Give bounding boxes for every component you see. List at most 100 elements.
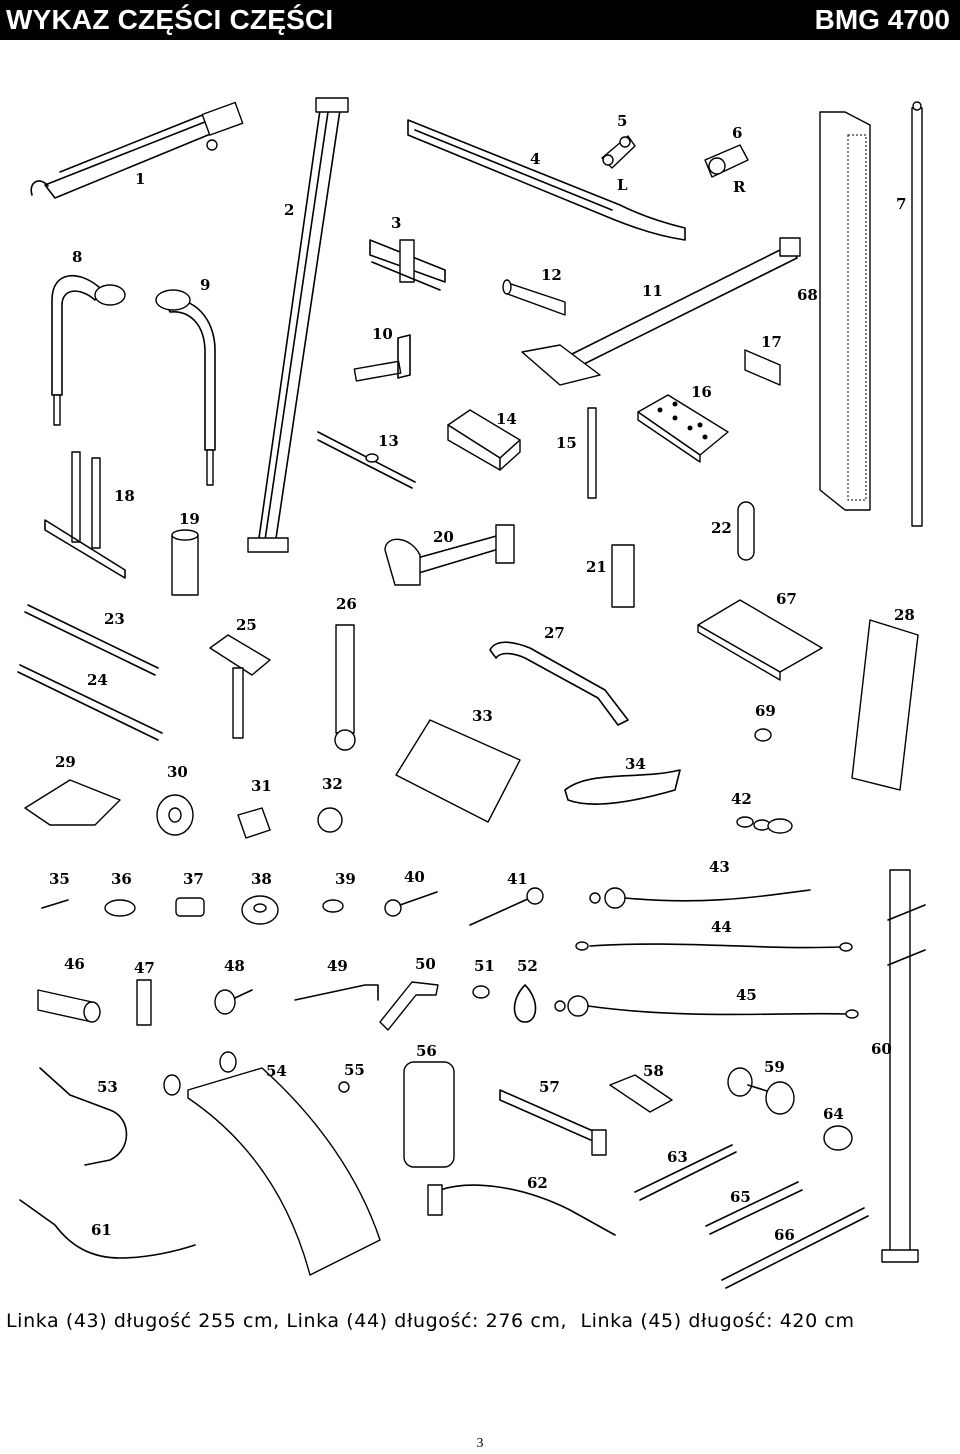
part-label: 46 xyxy=(64,955,85,973)
part-label: 34 xyxy=(625,755,646,773)
part-47-drawing xyxy=(136,979,152,1026)
cable-length-note: Linka (43) długość 255 cm, Linka (44) dł… xyxy=(6,1310,855,1332)
part-31-drawing xyxy=(237,807,271,839)
part-label: 16 xyxy=(691,383,712,401)
part-label: 26 xyxy=(336,595,357,613)
part-15-drawing xyxy=(587,407,597,499)
part-2-drawing xyxy=(247,97,349,553)
part-label: 47 xyxy=(134,959,155,977)
part-label: 32 xyxy=(322,775,343,793)
part-label: 25 xyxy=(236,616,257,634)
part-32-drawing xyxy=(317,807,343,833)
part-label: 53 xyxy=(97,1078,118,1096)
part-label: 49 xyxy=(327,957,348,975)
parts-diagram: 1 2 3 4 5 6 7 8 9 10 11 12 13 14 15 16 1… xyxy=(17,97,926,1289)
part-label: 5 xyxy=(617,112,627,130)
part-label: 45 xyxy=(736,986,757,1004)
part-label: 23 xyxy=(104,610,125,628)
part-33-drawing xyxy=(395,719,521,823)
part-10-drawing xyxy=(353,334,411,382)
part-label: 67 xyxy=(776,590,797,608)
part-44-drawing xyxy=(575,941,853,952)
part-11-drawing xyxy=(521,237,801,386)
part-label: 58 xyxy=(643,1062,664,1080)
part-label: 40 xyxy=(404,868,425,886)
part-27-drawing xyxy=(489,641,629,726)
part-label: 30 xyxy=(167,763,188,781)
document-title: WYKAZ CZĘŚCI CZĘŚCI xyxy=(6,4,334,35)
part-label: 13 xyxy=(378,432,399,450)
part-label: 61 xyxy=(91,1221,112,1239)
part-30-drawing xyxy=(156,794,194,836)
part-66-drawing xyxy=(721,1207,869,1289)
part-label: 38 xyxy=(251,870,272,888)
part-20-drawing xyxy=(384,524,515,586)
part-label: 60 xyxy=(871,1040,892,1058)
part-label: 27 xyxy=(544,624,565,642)
part-label: 59 xyxy=(764,1058,785,1076)
part-16-drawing xyxy=(637,394,729,463)
part-7-drawing xyxy=(911,101,923,527)
part-label: 68 xyxy=(797,286,818,304)
part-68-drawing xyxy=(819,111,871,511)
part-label: 35 xyxy=(49,870,70,888)
part-label: 10 xyxy=(372,325,393,343)
part-label: 65 xyxy=(730,1188,751,1206)
part-21-drawing xyxy=(611,544,635,608)
part-label: 31 xyxy=(251,777,272,795)
part-label: 51 xyxy=(474,957,495,975)
part-label: 56 xyxy=(416,1042,437,1060)
part-label: 41 xyxy=(507,870,528,888)
header-bar: WYKAZ CZĘŚCI CZĘŚCI BMG 4700 xyxy=(0,0,960,40)
part-label: 11 xyxy=(642,282,663,300)
part-49-drawing xyxy=(294,984,379,1001)
part-label: 64 xyxy=(823,1105,844,1123)
part-3-drawing xyxy=(369,239,446,291)
part-19-drawing xyxy=(171,529,199,596)
part-label: 43 xyxy=(709,858,730,876)
part-5-drawing xyxy=(601,135,636,169)
part-18-drawing xyxy=(44,451,126,579)
part-label: 8 xyxy=(72,248,82,266)
part-29-drawing xyxy=(24,779,121,826)
part-56-drawing xyxy=(403,1061,455,1168)
part-43-drawing xyxy=(589,887,811,909)
part-label: 33 xyxy=(472,707,493,725)
part-label: 3 xyxy=(391,214,401,232)
part-45-drawing xyxy=(554,995,859,1019)
part-label: 1 xyxy=(135,170,145,188)
part-label: 19 xyxy=(179,510,200,528)
part-36-drawing xyxy=(104,899,136,917)
part-60-drawing xyxy=(881,869,926,1263)
part-26-drawing xyxy=(334,624,356,751)
part-label: 24 xyxy=(87,671,108,689)
part-8-drawing xyxy=(51,275,126,426)
part-label: 52 xyxy=(517,957,538,975)
part-label: 6 xyxy=(732,124,742,142)
part-39-drawing xyxy=(322,899,344,913)
part-9-drawing xyxy=(155,289,216,486)
part-53-drawing xyxy=(39,1067,128,1166)
part-40-drawing xyxy=(384,891,438,917)
part-label: 63 xyxy=(667,1148,688,1166)
part-17-drawing xyxy=(744,349,781,386)
part-12-drawing xyxy=(502,279,566,316)
part-label: 36 xyxy=(111,870,132,888)
part-69-drawing xyxy=(754,728,772,742)
part-41-drawing xyxy=(469,887,544,926)
part-label: 21 xyxy=(586,558,607,576)
part-55-drawing xyxy=(338,1081,350,1093)
part-35-drawing xyxy=(41,899,69,909)
part-58-drawing xyxy=(609,1074,673,1113)
part-label: 44 xyxy=(711,918,732,936)
part-14-drawing xyxy=(447,409,521,471)
part-24-drawing xyxy=(17,664,163,741)
model-name: BMG 4700 xyxy=(814,4,950,35)
part-42-drawing xyxy=(736,816,793,834)
part-22-drawing xyxy=(737,501,755,561)
part-50-drawing xyxy=(379,981,439,1031)
part-46-drawing xyxy=(37,989,101,1023)
part-label: 9 xyxy=(200,276,210,294)
part-13-drawing xyxy=(317,431,416,489)
part-34-drawing xyxy=(564,769,681,805)
